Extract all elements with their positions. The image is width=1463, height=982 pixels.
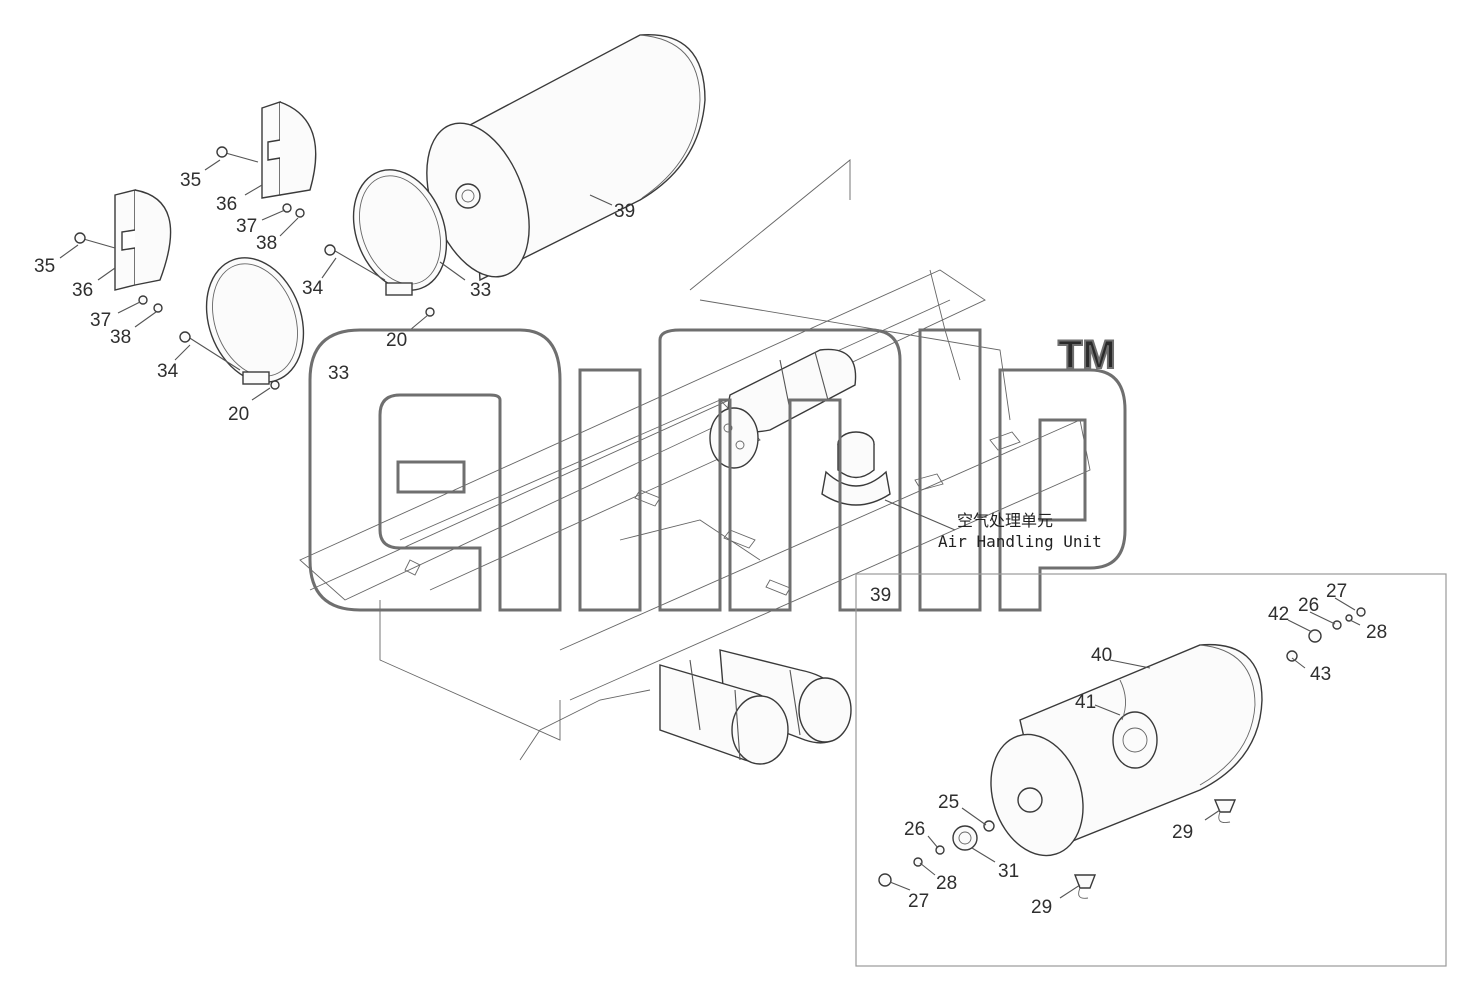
label-41: 41 — [1075, 692, 1096, 713]
label-35: 35 — [34, 256, 55, 277]
part-numbers: 39 35 36 37 38 35 36 37 38 34 33 20 34 3… — [34, 170, 1387, 918]
inset-fittings — [878, 607, 1366, 899]
label-33: 33 — [470, 280, 491, 301]
strap-33-lower — [205, 257, 305, 385]
label-39: 39 — [614, 201, 635, 222]
label-35: 35 — [180, 170, 201, 191]
label-28: 28 — [1366, 622, 1387, 643]
label-38: 38 — [256, 233, 277, 254]
air-handling-unit — [821, 431, 891, 506]
label-36: 36 — [216, 194, 237, 215]
label-36: 36 — [72, 280, 93, 301]
inset-reference-39: 39 — [870, 585, 891, 606]
label-37: 37 — [90, 310, 111, 331]
leader-lines — [59, 159, 613, 401]
label-29: 29 — [1172, 822, 1193, 843]
label-38: 38 — [110, 327, 131, 348]
watermark-logo: TM — [308, 328, 1127, 612]
label-34: 34 — [302, 278, 324, 299]
label-26: 26 — [904, 819, 925, 840]
label-20: 20 — [228, 404, 249, 425]
label-29: 29 — [1031, 897, 1052, 918]
label-43: 43 — [1310, 664, 1331, 685]
label-31: 31 — [998, 861, 1019, 882]
label-37: 37 — [236, 216, 257, 237]
label-27: 27 — [908, 891, 929, 912]
caption-chinese: 空气处理单元 — [957, 511, 1053, 530]
caption-english: Air Handling Unit — [938, 532, 1102, 551]
label-20: 20 — [386, 330, 407, 351]
label-33: 33 — [328, 363, 349, 384]
detail-inset-frame — [855, 573, 1447, 967]
inset-air-tank-40 — [990, 643, 1263, 857]
twin-air-tanks — [659, 649, 852, 765]
label-42: 42 — [1268, 604, 1289, 625]
label-34: 34 — [157, 361, 179, 382]
air-tank-39 — [426, 34, 706, 282]
watermark-trademark: TM — [1058, 333, 1116, 377]
label-28: 28 — [936, 873, 957, 894]
fasteners-top — [74, 146, 435, 390]
label-25: 25 — [938, 792, 959, 813]
label-27: 27 — [1326, 581, 1347, 602]
strap-33-upper — [352, 169, 448, 296]
label-40: 40 — [1091, 645, 1112, 666]
frame-air-tank — [709, 348, 857, 469]
bracket-36-lower — [114, 189, 172, 291]
inset-leader-lines — [889, 597, 1361, 899]
label-26: 26 — [1298, 595, 1319, 616]
bracket-36-upper — [261, 101, 317, 199]
